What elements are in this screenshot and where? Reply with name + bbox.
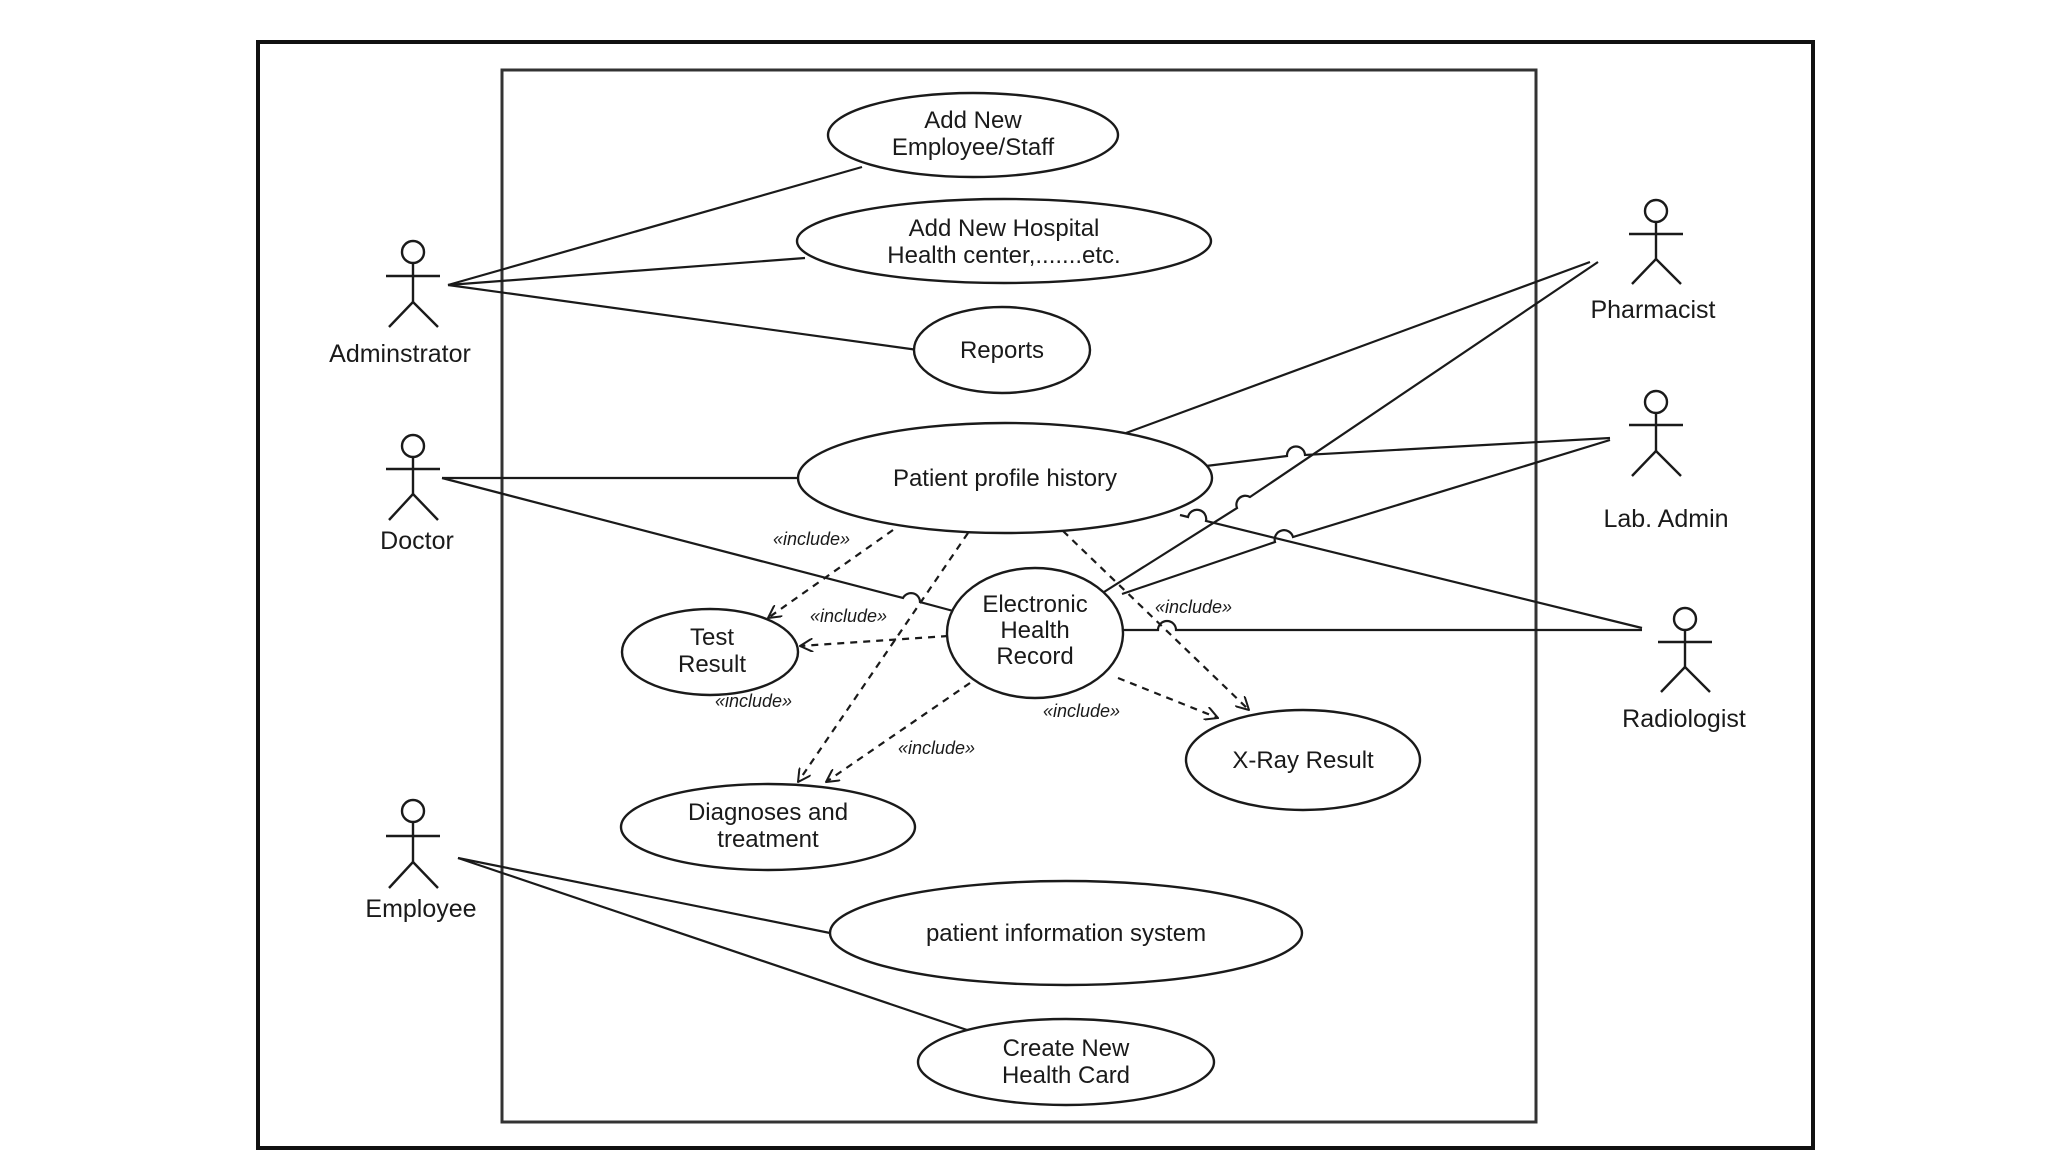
- include-label: «include»: [773, 529, 850, 549]
- use-case-label: Health Card: [1002, 1062, 1130, 1089]
- actor-administrator: Adminstrator: [329, 239, 471, 368]
- actor-label: Pharmacist: [1590, 296, 1715, 324]
- actor-label: Lab. Admin: [1603, 505, 1728, 533]
- actor-radiologist: Radiologist: [1622, 606, 1746, 733]
- system-boundary: [500, 68, 1538, 1124]
- stick-figure-icon: [1629, 198, 1683, 285]
- use-case-label: treatment: [717, 826, 819, 853]
- use-case-label: Test: [690, 624, 734, 651]
- include-labels: «include» «include» «include» «include» …: [715, 529, 1232, 758]
- actor-label: Doctor: [380, 527, 454, 555]
- stick-figure-icon: [386, 798, 440, 889]
- use-case-xray-result: X-Ray Result: [1184, 708, 1422, 812]
- include-ehr-diagnoses: [826, 682, 971, 782]
- assoc-doctor-ehr: [441, 476, 958, 614]
- actor-label: Adminstrator: [329, 340, 471, 368]
- actor-lab-admin: Lab. Admin: [1603, 389, 1729, 533]
- assoc-lab-patient-profile: [1205, 436, 1611, 468]
- stick-figure-icon: [386, 433, 440, 521]
- svg-text:Patient profile history: Patient profile history: [893, 465, 1117, 492]
- assoc-pharmacist-ehr: [1103, 261, 1599, 593]
- use-case-label: Patient profile history: [893, 465, 1117, 492]
- assoc-admin-add-employee: [447, 165, 863, 287]
- svg-text:X-Ray Result: X-Ray Result: [1232, 747, 1374, 774]
- use-case-patient-profile: Patient profile history: [796, 421, 1214, 535]
- assoc-admin-reports: [447, 283, 919, 352]
- stick-figure-icon: [1629, 389, 1683, 477]
- stick-figure-icon: [1658, 606, 1712, 693]
- include-label: «include»: [1155, 597, 1232, 617]
- actor-employee: Employee: [365, 798, 477, 923]
- assoc-employee-patient-info: [457, 856, 831, 935]
- actor-doctor: Doctor: [380, 433, 454, 555]
- associations: [441, 165, 1643, 1034]
- include-label: «include»: [898, 738, 975, 758]
- assoc-radiologist-ehr: [1123, 619, 1642, 632]
- use-case-label: X-Ray Result: [1232, 747, 1374, 774]
- actor-pharmacist: Pharmacist: [1590, 198, 1716, 324]
- include-label: «include»: [1043, 701, 1120, 721]
- use-case-label: Health: [1000, 617, 1069, 644]
- assoc-radiologist-patient-profile: [1179, 508, 1643, 630]
- svg-text:patient information system: patient information system: [926, 920, 1206, 947]
- use-case-label: patient information system: [926, 920, 1206, 947]
- outer-frame: [256, 40, 1815, 1150]
- assoc-employee-health-card: [457, 856, 974, 1034]
- use-case-label: Create New: [1003, 1035, 1130, 1062]
- use-case-label: Diagnoses and: [688, 799, 848, 826]
- use-case-label: Result: [678, 651, 746, 678]
- svg-text:Reports: Reports: [960, 337, 1044, 364]
- use-case-label: Health center,.......etc.: [887, 242, 1120, 269]
- include-dependencies: [768, 529, 1249, 782]
- assoc-lab-ehr: [1121, 438, 1611, 596]
- use-case-patient-info: patient information system: [828, 879, 1304, 987]
- use-case-reports: Reports: [912, 305, 1092, 395]
- use-case-label: Reports: [960, 337, 1044, 364]
- use-case-label: Employee/Staff: [892, 134, 1055, 161]
- use-case-label: Electronic: [982, 591, 1087, 618]
- include-profile-xray: [1062, 530, 1249, 710]
- assoc-admin-add-hospital: [447, 256, 806, 287]
- stick-figure-icon: [386, 239, 440, 328]
- include-ehr-xray: [1117, 676, 1218, 718]
- include-label: «include»: [810, 606, 887, 626]
- actor-label: Radiologist: [1622, 705, 1746, 733]
- actor-label: Employee: [365, 895, 476, 923]
- use-case-label: Add New Hospital: [909, 215, 1100, 242]
- use-case-label: Record: [996, 643, 1073, 670]
- include-label: «include»: [715, 691, 792, 711]
- include-ehr-test: [800, 634, 949, 646]
- include-profile-diagnoses: [798, 532, 969, 782]
- assoc-pharmacist-patient-profile: [1125, 260, 1591, 435]
- use-case-label: Add New: [924, 107, 1022, 134]
